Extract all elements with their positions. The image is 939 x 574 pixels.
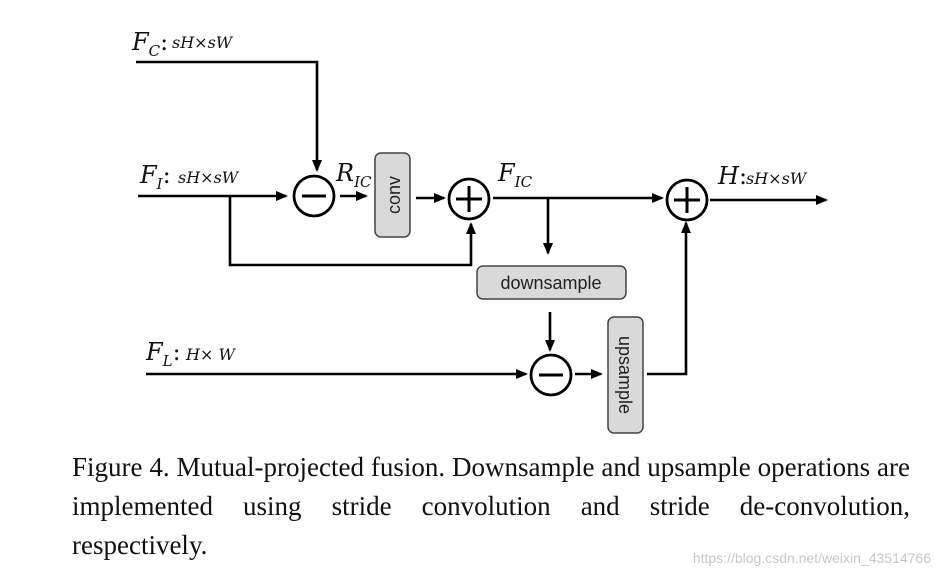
label-output-dims: sH×sW: [746, 169, 808, 188]
label-fl-dims: H× W: [185, 345, 236, 364]
label-fc: FC: sH×sW: [131, 28, 234, 60]
label-fi: FI: sH×sW: [139, 161, 240, 193]
label-output: H: sH×sW: [717, 162, 808, 190]
svg-text:FL:: FL:: [145, 338, 181, 370]
svg-text:FC:: FC:: [131, 28, 168, 60]
add-operator-1: [447, 177, 491, 221]
subtract-operator-2: [529, 353, 573, 397]
label-fic: FIC: [497, 159, 533, 191]
conv-block: conv: [374, 152, 411, 238]
label-fc-dims: sH×sW: [172, 33, 234, 52]
svg-text:FI:: FI:: [139, 161, 171, 193]
label-fl: FL: H× W: [145, 338, 236, 370]
subtract-operator-1: [292, 174, 336, 218]
downsample-block: downsample: [476, 265, 627, 300]
wire-fc: [136, 60, 322, 172]
watermark: https://blog.csdn.net/weixin_43514766: [692, 550, 931, 566]
wire-fi-skip: [228, 196, 476, 267]
fusion-diagram: FC: sH×sW FI: sH×sW FL: H× W RIC FIC H: …: [131, 28, 828, 434]
label-fi-dims: sH×sW: [178, 168, 240, 187]
svg-text:H:: H:: [717, 162, 747, 190]
wire-upsample-out: [647, 221, 691, 376]
label-ric: RIC: [335, 159, 372, 191]
add-operator-2: [665, 178, 709, 222]
conv-label: conv: [384, 176, 404, 214]
upsample-block: upsample: [607, 316, 644, 434]
downsample-label: downsample: [500, 273, 601, 293]
upsample-label: upsample: [615, 336, 635, 414]
figure-caption: Figure 4. Mutual-projected fusion. Downs…: [72, 452, 910, 560]
